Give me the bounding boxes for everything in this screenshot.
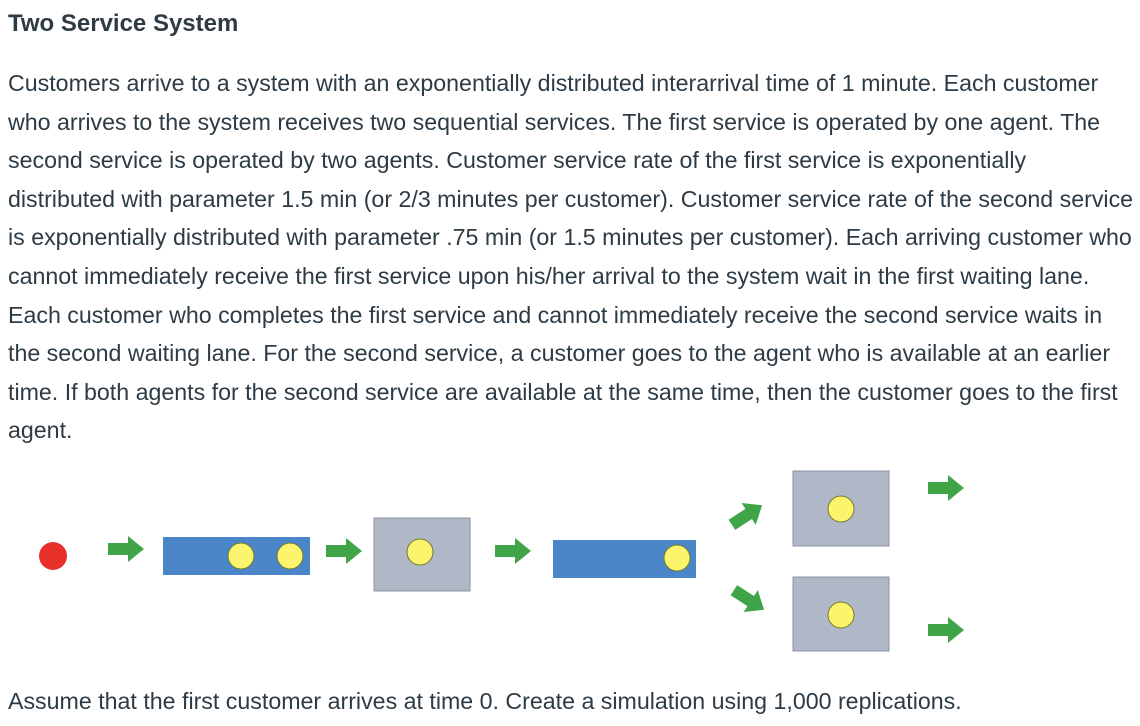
arrow-to-agent-2-icon: [726, 579, 772, 621]
page-title: Two Service System: [8, 10, 239, 37]
arrow-to-agent-1-icon: [724, 494, 770, 536]
agent-2-customer: [827, 601, 855, 629]
first-lane-customer: [227, 542, 255, 570]
agent-1-customer: [827, 495, 855, 523]
assignment-instruction: Assume that the first customer arrives a…: [8, 688, 962, 714]
arrow-to-first-service-icon: [326, 538, 362, 564]
problem-description: Customers arrive to a system with an exp…: [8, 70, 1134, 444]
exit-arrow-agent-2-icon: [928, 617, 964, 643]
queue-diagram: [39, 470, 964, 652]
arrow-to-first-queue-icon: [108, 536, 144, 562]
arrow-to-second-queue-icon: [495, 538, 531, 564]
first-lane-customer: [276, 542, 304, 570]
arriving-customer-dot: [39, 542, 67, 570]
exit-arrow-agent-1-icon: [928, 475, 964, 501]
first-service-customer: [406, 538, 434, 566]
second-lane-customer: [663, 544, 691, 572]
